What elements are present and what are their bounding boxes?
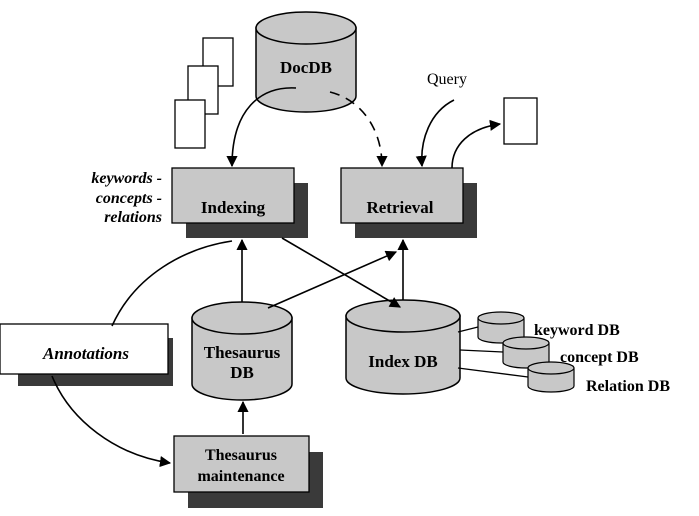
arrow-annotations-to-maintenance [51, 375, 172, 468]
relation-db-cylinder [527, 361, 575, 393]
result-document-icon [503, 97, 538, 145]
arrow-retrieval-to-result [451, 119, 502, 169]
svg-text:concepts -: concepts - [96, 190, 162, 207]
arrow-thesaurus-to-retrieval [267, 250, 398, 309]
document-stack-icon [174, 37, 234, 149]
thesaurus-db-cylinder: Thesaurus DB [191, 301, 293, 401]
thesaurus-maintenance-box: Thesaurus maintenance [173, 435, 323, 508]
thesaurus-maintenance-label-2: maintenance [197, 468, 284, 485]
indexing-label: Indexing [201, 198, 266, 217]
keyword-db-label: keyword DB [534, 322, 620, 339]
svg-text:keywords -: keywords - [91, 170, 162, 187]
annotations-label: Annotations [42, 344, 129, 363]
retrieval-box: Retrieval [340, 167, 477, 238]
arrow-docdb-to-retrieval [329, 91, 388, 168]
curve-annotations-to-indexing [111, 240, 233, 327]
arrow-query-to-retrieval [415, 99, 455, 168]
thesaurus-maintenance-label: Thesaurus [205, 447, 277, 464]
annotations-box: Annotations [0, 323, 173, 386]
query-label: Query [427, 71, 467, 88]
arrow-indexing-to-indexdb [281, 237, 401, 308]
retrieval-label: Retrieval [366, 198, 433, 217]
thesaurus-db-label-2: DB [230, 363, 254, 382]
arrow-docdb-to-indexing [226, 87, 297, 168]
concept-db-cylinder [502, 336, 550, 369]
thesaurus-db-label: Thesaurus [204, 343, 281, 362]
index-to-subdb-connectors [457, 326, 529, 378]
svg-text:relations: relations [104, 209, 162, 226]
index-db-cylinder: Index DB [345, 299, 461, 395]
indexing-box: Indexing [171, 167, 308, 238]
relation-db-label: Relation DB [586, 378, 670, 395]
keywords-concepts-relations-label: keywords - concepts - relations [91, 170, 162, 226]
docdb-label: DocDB [280, 58, 332, 77]
docdb-cylinder: DocDB [255, 11, 357, 113]
index-db-label: Index DB [368, 352, 437, 371]
concept-db-label: concept DB [560, 349, 639, 366]
